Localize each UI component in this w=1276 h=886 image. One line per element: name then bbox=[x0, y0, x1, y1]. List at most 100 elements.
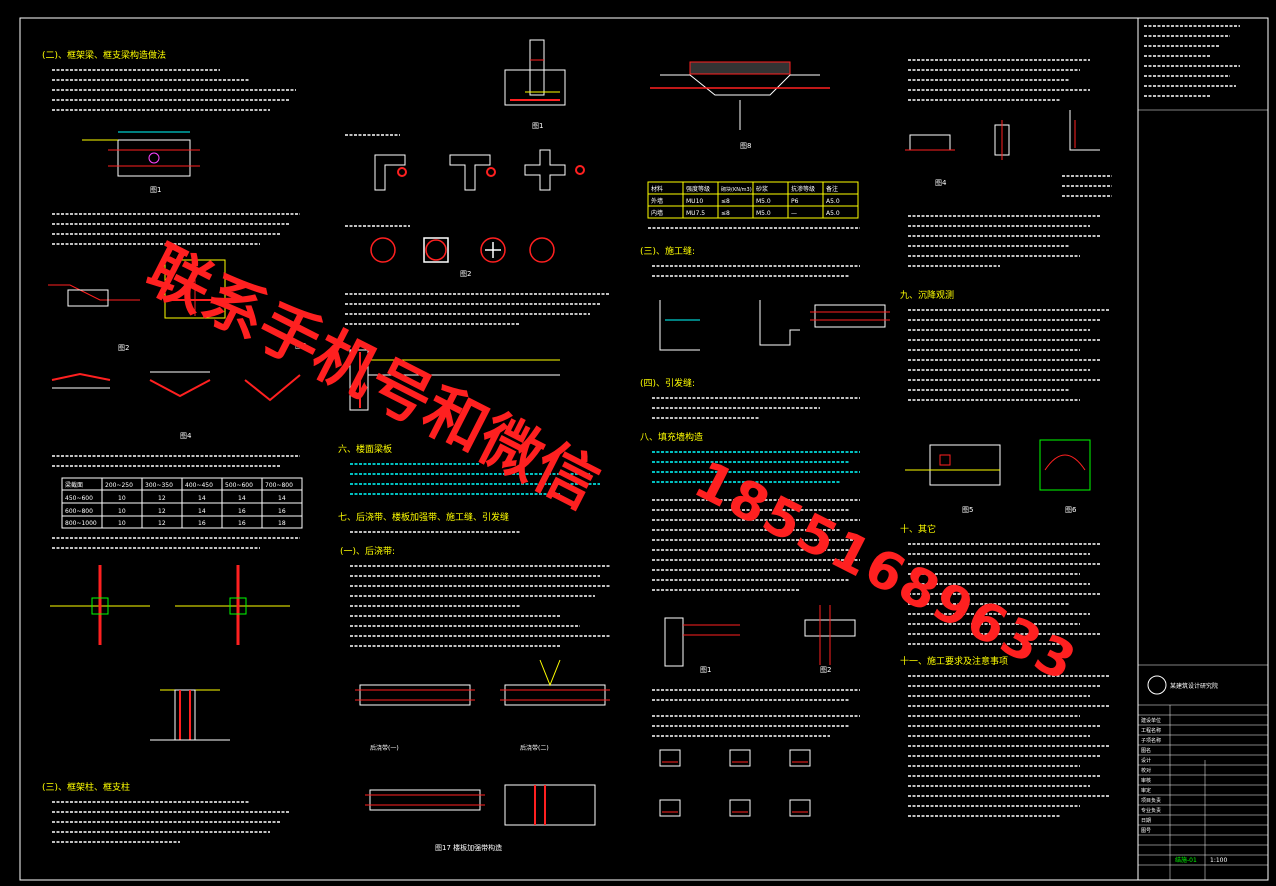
heading-construction-joint: (三)、施工缝: bbox=[640, 245, 695, 257]
figure-r6-label: 图6 bbox=[1065, 506, 1077, 514]
table-cell: 10 bbox=[118, 508, 126, 515]
tb-row-label: 日期 bbox=[1141, 818, 1151, 824]
title-block-grid bbox=[1138, 705, 1268, 880]
text-lines-c3e bbox=[652, 499, 860, 591]
table-cell: 14 bbox=[198, 508, 206, 515]
heading-others: 十、其它 bbox=[900, 523, 936, 535]
column-shape-rebar bbox=[397, 165, 585, 177]
mat-header-3: 砂浆 bbox=[756, 185, 768, 193]
figure-1-detail bbox=[82, 131, 200, 177]
sheet-scale: 1:100 bbox=[1210, 857, 1227, 864]
haunch-figures bbox=[51, 371, 301, 402]
mat-header-2: 砌块(KN/m3) bbox=[721, 186, 752, 193]
notes-lines bbox=[1144, 25, 1240, 97]
table-cell: 16 bbox=[238, 508, 246, 515]
mat-cell: M5.0 bbox=[756, 198, 771, 205]
text-lines-c1d bbox=[52, 537, 300, 549]
heading-construction-req: 十一、施工要求及注意事项 bbox=[900, 655, 1008, 667]
wall-tie-details bbox=[664, 605, 856, 667]
sheet-number: 结施-01 bbox=[1175, 856, 1197, 864]
mat-cell: M5.0 bbox=[756, 210, 771, 217]
post-cast-wall-label: 后浇带(二) bbox=[520, 744, 549, 752]
text-lines-c3f bbox=[652, 689, 860, 737]
table-cell: 14 bbox=[238, 495, 246, 502]
tb-row-label: 工程名称 bbox=[1141, 727, 1161, 734]
heading-infill-wall: 八、填充墙构造 bbox=[640, 431, 703, 443]
tb-row-label: 图号 bbox=[1141, 828, 1151, 834]
table-cell: 16 bbox=[238, 520, 246, 527]
column-shapes bbox=[374, 149, 566, 191]
text-lines-c1b bbox=[52, 213, 300, 245]
column-joint-details bbox=[50, 565, 290, 741]
table-header-5: 700~800 bbox=[265, 482, 293, 489]
text-lines-c2f bbox=[350, 565, 610, 647]
strengthen-band-details bbox=[365, 784, 596, 826]
mat-cell: — bbox=[791, 210, 797, 217]
table-cell: 10 bbox=[118, 495, 126, 502]
tb-row-label: 审核 bbox=[1141, 777, 1151, 784]
text-lines-c1a bbox=[52, 69, 296, 111]
figure-2-3-details bbox=[48, 259, 226, 319]
column-3: 图8 材料 强度等级 砌块(KN/m3) 砂浆 抗渗等级 备注 外墙 MU10 … bbox=[640, 61, 890, 817]
table-header-0: 梁截面 bbox=[65, 481, 83, 489]
figure-b2-label: 图2 bbox=[460, 270, 471, 278]
mat-cell: A5.0 bbox=[826, 198, 840, 205]
tb-row-label: 校对 bbox=[1141, 767, 1151, 774]
text-lines-c4c bbox=[908, 309, 1110, 401]
text-lines-c4a bbox=[908, 59, 1090, 101]
text-lines-c4b bbox=[908, 175, 1112, 267]
mat-cell: MU7.5 bbox=[686, 210, 705, 217]
heading-post-cast: 七、后浇带、楼板加强带、施工缝、引发缝 bbox=[338, 511, 509, 523]
post-cast-slab-label: 后浇带(一) bbox=[370, 744, 399, 752]
text-lines-c1c bbox=[52, 455, 300, 467]
company-logo bbox=[1147, 675, 1167, 695]
column-section-top bbox=[504, 39, 566, 106]
text-lines-c2c bbox=[345, 293, 610, 325]
text-lines-c2d bbox=[350, 463, 600, 495]
table-header-3: 400~450 bbox=[185, 482, 213, 489]
table-cell: 10 bbox=[118, 520, 126, 527]
tb-row-label: 子项名称 bbox=[1141, 737, 1161, 744]
title-block: 某建筑设计研究院 建设单位 工程名称 子项名称 图名 设计 校对 审核 bbox=[1138, 25, 1268, 880]
table-cell: 14 bbox=[198, 495, 206, 502]
lintel-sections bbox=[659, 749, 811, 817]
figure-1-label: 图1 bbox=[150, 186, 161, 194]
text-lines-c1e bbox=[52, 801, 290, 843]
tb-row-label: 建设单位 bbox=[1141, 717, 1161, 724]
tb-row-label: 审定 bbox=[1141, 787, 1151, 794]
figure-b1-label: 图1 bbox=[532, 122, 543, 130]
table-header-1: 200~250 bbox=[105, 482, 133, 489]
heading-floor-beam: 六、楼面梁板 bbox=[338, 443, 392, 455]
table-cell: 16 bbox=[198, 520, 206, 527]
material-table: 材料 强度等级 砌块(KN/m3) 砂浆 抗渗等级 备注 外墙 MU10 ≤8 … bbox=[647, 181, 859, 219]
mat-cell: MU10 bbox=[686, 198, 703, 205]
figure-4-label: 图4 bbox=[180, 432, 192, 440]
lintel-details-top bbox=[905, 110, 1100, 160]
mat-cell: P6 bbox=[791, 198, 799, 205]
text-lines-c4d bbox=[908, 543, 1100, 645]
figure-3-label: 图3 bbox=[295, 342, 306, 350]
joint-details bbox=[659, 300, 890, 351]
table-header-2: 300~350 bbox=[145, 482, 173, 489]
column-1: (二)、框架梁、框支梁构造做法 图1 bbox=[42, 49, 306, 843]
mat-cell: 内墙 bbox=[651, 209, 663, 217]
mat-cell: ≤8 bbox=[721, 198, 730, 205]
figure-r5-label: 图5 bbox=[962, 506, 973, 514]
heading-column: (三)、框架柱、框支柱 bbox=[42, 781, 130, 793]
text-lines-c3d bbox=[652, 451, 860, 483]
tb-row-label: 专业负责 bbox=[1141, 807, 1161, 814]
table-cell: 12 bbox=[158, 508, 166, 515]
table-cell: 450~600 bbox=[65, 495, 93, 502]
mat-header-0: 材料 bbox=[651, 185, 663, 193]
spiral-columns bbox=[370, 237, 555, 263]
figure-17-label: 图17 楼板加强带构造 bbox=[435, 843, 502, 852]
text-lines-c3c bbox=[652, 397, 860, 419]
column-2: 图1 图2 bbox=[338, 39, 610, 852]
slab-section-detail bbox=[650, 61, 830, 130]
tb-row-label: 项目负责 bbox=[1141, 797, 1161, 804]
mat-cell: A5.0 bbox=[826, 210, 840, 217]
figure-b8-label: 图8 bbox=[740, 142, 751, 150]
table-cell: 18 bbox=[278, 520, 286, 527]
mat-header-4: 抗渗等级 bbox=[791, 185, 815, 193]
